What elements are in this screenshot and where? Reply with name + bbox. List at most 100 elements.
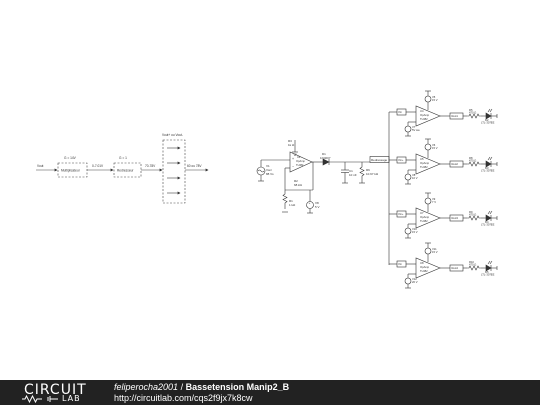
resistor[interactable] — [467, 113, 481, 119]
r6-name: R6 — [366, 168, 370, 172]
block3-label: Vout+ ou Vout- — [162, 133, 183, 137]
block-diagram: Vout G = 14V Multiplicateur 0-7.01V G = … — [36, 133, 209, 204]
logo-circuit-text: CIRCUIT — [24, 382, 87, 398]
resistor-value: 470 Ω — [469, 111, 476, 115]
opamp-type: OpAmp — [420, 113, 430, 117]
reference-name: V10 — [412, 227, 417, 231]
net-in-label: Vin — [398, 110, 402, 114]
wire1-label: 0-7.01V — [92, 164, 104, 168]
led-part: LTL-307EE — [481, 273, 495, 277]
opamp-name: U8 — [420, 261, 424, 265]
led-icon[interactable] — [485, 264, 492, 272]
input-label: Vout — [37, 164, 43, 168]
reference-source[interactable] — [404, 227, 412, 235]
logo-lab-text: LAB — [62, 394, 81, 403]
supply-source[interactable] — [424, 197, 432, 205]
light-rays-icon — [487, 210, 493, 215]
r1-value: 1 kΩ — [289, 203, 296, 207]
r1-name: R1 — [289, 199, 293, 203]
resistor-name: R10 — [469, 260, 474, 264]
supply-source[interactable] — [424, 247, 432, 255]
opamp-u4-input[interactable] — [289, 151, 313, 173]
opamp-name: U4 — [420, 109, 424, 113]
led-name: D2 — [485, 118, 489, 122]
comparator-opamp[interactable] — [415, 257, 441, 279]
reference-name: V8 — [412, 173, 416, 177]
led-icon[interactable] — [485, 214, 492, 222]
opamp1-type: OpAmp — [296, 159, 305, 163]
led-part: LTL-307EE — [481, 121, 495, 125]
rectifier-label: Redresseur — [117, 169, 134, 173]
opamp1-name: U4 — [297, 155, 301, 159]
d1-name: D1 — [322, 152, 326, 156]
supply-value: 7 V — [432, 200, 436, 204]
resistor[interactable] — [467, 161, 481, 167]
opamp-part: TL082 — [420, 117, 428, 121]
opamp-part: TL082 — [420, 165, 428, 169]
v8-value: 5 V — [315, 205, 320, 209]
svg-text:+: + — [309, 201, 311, 205]
svg-text:−: − — [292, 165, 294, 169]
resistor[interactable] — [467, 215, 481, 221]
r3-name: R3 — [288, 139, 292, 143]
reference-value: 10 V — [412, 176, 418, 180]
net-in-label: Vin+ — [398, 158, 404, 162]
footer-title-line: feliperocha2001 / Bassetension Manip2_B — [114, 382, 289, 392]
net-out-label: Vout1 — [451, 114, 458, 118]
supply-name: V9 — [432, 197, 436, 201]
opamp-type: OpAmp — [420, 215, 430, 219]
reference-value: 15 V — [412, 230, 418, 234]
opamp-type: OpAmp — [420, 265, 430, 269]
light-rays-icon — [487, 108, 493, 113]
resistor-value: 470 Ω — [469, 263, 476, 267]
source-value: 88 Vs — [266, 172, 274, 176]
resistor-value: 470 Ω — [469, 213, 476, 217]
source-name: V1 — [266, 164, 270, 168]
input-stage: V1 Vsrc 88 Vs R3 1k Ω + − U4 OpAmp TL082… — [256, 112, 390, 265]
circuit-title: Bassetension Manip2_B — [185, 382, 290, 392]
author-link[interactable]: feliperocha2001 — [114, 382, 179, 392]
wire2-label: 70-78V — [145, 164, 156, 168]
led-icon[interactable] — [485, 160, 492, 168]
supply-value: 15 V — [432, 146, 438, 150]
opamp-type: OpAmp — [420, 161, 430, 165]
comparator-opamp[interactable] — [415, 153, 441, 175]
led-icon[interactable] — [485, 112, 492, 120]
footer-bar: CIRCUIT LAB feliperocha2001 / Bassetensi… — [0, 380, 540, 405]
source-type: Vsrc — [266, 168, 273, 172]
opamp-name: U7 — [420, 211, 424, 215]
resistor[interactable] — [467, 265, 481, 271]
reference-source[interactable] — [404, 125, 412, 133]
r2-name: R2 — [294, 179, 298, 183]
block1-gain: G = 14V — [64, 156, 77, 160]
comparator-block[interactable] — [162, 139, 186, 204]
c1-value: 10 nF — [349, 173, 357, 177]
block2-gain: G = 1 — [119, 156, 127, 160]
rectifier-block[interactable] — [113, 162, 142, 178]
comparator-opamp[interactable] — [415, 207, 441, 229]
supply-value: 15 V — [432, 98, 438, 102]
supply-name: V5 — [432, 95, 436, 99]
supply-source[interactable] — [424, 143, 432, 151]
v8-name: V8 — [315, 201, 319, 205]
reference-source[interactable] — [404, 277, 412, 285]
comparator-opamp[interactable] — [415, 105, 441, 127]
output-label: 60 ou 78V — [187, 164, 202, 168]
reference-source[interactable] — [404, 173, 412, 181]
diode-d1[interactable] — [322, 158, 330, 166]
circuit-url[interactable]: http://circuitlab.com/cqs2f9jx7k8cw — [114, 393, 253, 403]
supply-source[interactable] — [424, 95, 432, 103]
d1-part: 1N4007 — [320, 156, 331, 160]
opamp1-part: TL082 — [296, 163, 304, 167]
c1-name: C1 — [349, 169, 353, 173]
reference-value: 5V wa — [412, 128, 420, 132]
net-out-label: Vout4 — [451, 266, 458, 270]
supply-value: 15 V — [432, 250, 438, 254]
reference-value: 20 V — [412, 280, 418, 284]
net-out-label: Vout3 — [451, 216, 458, 220]
net-out-label: Vout2 — [451, 162, 458, 166]
